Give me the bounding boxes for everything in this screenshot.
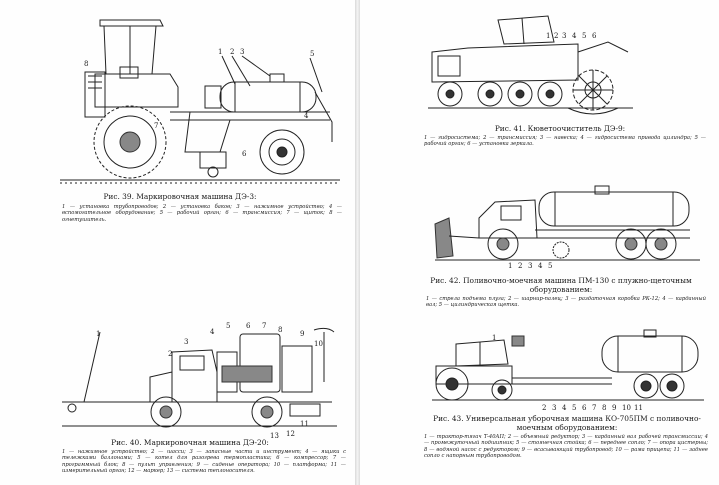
fig42-drawing <box>434 185 700 261</box>
fig39-callout-8: 8 <box>84 60 89 68</box>
fig42-callout-4: 4 <box>538 262 543 270</box>
fig40-drawing <box>62 327 337 428</box>
fig41-callout-4: 4 <box>572 32 577 40</box>
fig42-caption: Рис. 42. Поливочно-моечная машина ПМ-130… <box>430 276 692 294</box>
fig41-callout-6: 6 <box>592 32 597 40</box>
fig40-callout-5: 5 <box>226 322 231 330</box>
fig40-callout-1: 1 <box>96 330 101 338</box>
fig40-callout-8: 8 <box>278 326 283 334</box>
fig43-callout-5: 5 <box>572 404 577 412</box>
fig41-callout-2: 2 <box>554 32 559 40</box>
fig40-callout-6: 6 <box>246 322 251 330</box>
fig40-callout-11: 11 <box>300 420 309 428</box>
fig40-callout-13: 13 <box>270 432 279 440</box>
fig39-callout-1: 1 <box>218 48 223 56</box>
fig40-callout-10: 10 <box>314 340 323 348</box>
fig43-callout-11: 11 <box>634 404 643 412</box>
fig40-callout-4: 4 <box>210 328 215 336</box>
fig41-callout-1: 1 <box>546 32 551 40</box>
fig43-callout-4: 4 <box>562 404 567 412</box>
fig42-callout-2: 2 <box>518 262 523 270</box>
fig39-drawing <box>60 19 340 184</box>
fig43-callout-6: 6 <box>582 404 587 412</box>
fig43-callout-7: 7 <box>592 404 597 412</box>
fig40-caption: Рис. 40. Маркировочная машина ДЭ-20: <box>111 438 269 447</box>
fig43-callout-2: 2 <box>542 404 547 412</box>
left-page: 8 7 1 2 3 4 5 6 Рис. 39. Маркировочная м… <box>0 0 355 485</box>
fig42-callout-5: 5 <box>548 262 553 270</box>
fig42-legend: 1 — стрела подъема плуга; 2 — шарнир-пал… <box>426 296 706 309</box>
fig39-callout-7: 7 <box>154 122 159 130</box>
fig40-callout-3: 3 <box>184 338 189 346</box>
fig39-legend: 1 — установка трубопроводов; 2 — установ… <box>62 204 342 223</box>
fig39-callout-2: 2 <box>230 48 235 56</box>
fig41-drawing <box>428 15 633 115</box>
page-fold <box>355 0 360 485</box>
fig42-callout-1: 1 <box>508 262 513 270</box>
fig40-callout-9: 9 <box>300 330 305 338</box>
fig43-caption: Рис. 43. Универсальная уборочная машина … <box>433 414 701 432</box>
fig39-callout-3: 3 <box>240 48 245 56</box>
fig39-callout-5: 5 <box>310 50 315 58</box>
right-page: 1 2 3 4 5 6 Рис. 41. Кюветоочиститель ДЭ… <box>360 0 719 485</box>
fig42-callout-3: 3 <box>528 262 533 270</box>
fig43-callout-8: 8 <box>602 404 607 412</box>
fig40-callout-12: 12 <box>286 430 295 438</box>
fig39-caption: Рис. 39. Маркировочная машина ДЭ-3: <box>103 192 257 201</box>
fig41-callout-3: 3 <box>562 32 567 40</box>
fig41-callout-5: 5 <box>582 32 587 40</box>
fig40-callout-2: 2 <box>168 350 173 358</box>
fig39-callout-6: 6 <box>242 150 247 158</box>
fig43-callout-3: 3 <box>552 404 557 412</box>
fig43-legend: 1 — трактор-тягач Т-40АП; 2 — объемный р… <box>424 434 708 460</box>
fig43-drawing <box>432 329 704 401</box>
fig43-callout-1: 1 <box>492 334 497 342</box>
fig41-caption: Рис. 41. Кюветоочиститель ДЭ-9: <box>494 124 626 133</box>
fig43-callout-10: 10 <box>622 404 631 412</box>
fig41-legend: 1 — гидросистема; 2 — трансмиссия; 3 — н… <box>424 135 706 148</box>
fig40-callout-7: 7 <box>262 322 267 330</box>
fig40-legend: 1 — нажимное устройство; 2 — шасси; 3 — … <box>62 449 346 475</box>
fig43-callout-9: 9 <box>612 404 617 412</box>
fig39-callout-4: 4 <box>304 112 309 120</box>
